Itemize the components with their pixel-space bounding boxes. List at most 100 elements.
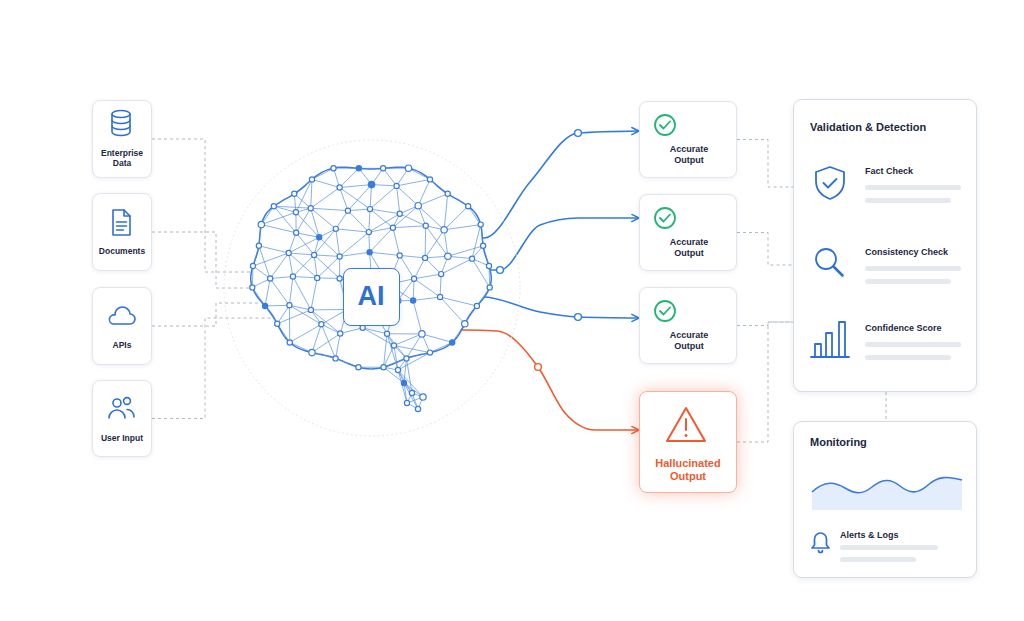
brain-link (413, 279, 415, 301)
brain-link (333, 168, 358, 169)
brain-neuron (486, 263, 491, 268)
brain-link (404, 383, 418, 409)
brain-link (252, 287, 265, 306)
brain-neuron (263, 303, 268, 308)
brain-link (430, 342, 452, 352)
brain-neuron (337, 185, 342, 190)
dashed-connector (737, 233, 793, 266)
brain-link (294, 179, 312, 193)
brain-neuron (308, 307, 313, 312)
brain-link (336, 229, 340, 257)
brain-neuron (411, 298, 416, 303)
brain-neuron (462, 321, 468, 327)
users-icon (127, 409, 134, 417)
brain-link (265, 305, 289, 307)
brain-outline (251, 167, 491, 369)
brain-neuron (427, 177, 432, 182)
brain-link (393, 206, 418, 228)
brain-link (336, 211, 348, 229)
connector-group (152, 131, 886, 442)
brain-link (430, 179, 448, 193)
brain-link (265, 279, 270, 306)
brain-neuron (474, 303, 479, 308)
placeholder-bar (865, 279, 951, 284)
input-label: APIs (93, 332, 151, 358)
brain-link (314, 229, 336, 255)
check-icon (655, 301, 675, 321)
warning-icon (667, 408, 705, 441)
brain-link (289, 305, 290, 342)
brain-link (384, 334, 387, 367)
brain-link (370, 228, 393, 253)
brain-link (274, 206, 296, 233)
warning-icon (667, 408, 705, 441)
brain-neuron (411, 276, 416, 281)
check-icon (660, 308, 670, 315)
brain-link (340, 188, 348, 211)
brain-neuron (337, 276, 342, 281)
brain-link (340, 328, 362, 334)
document-icon (117, 222, 127, 230)
dashed-connector (152, 139, 343, 272)
connector-dot (575, 130, 582, 137)
brain-link (277, 324, 290, 343)
brain-neuron (481, 243, 486, 248)
brain-neuron (445, 253, 451, 259)
brain-link (348, 209, 370, 211)
brain-neuron (409, 390, 414, 395)
users-icon (109, 410, 125, 418)
alerts-label: Alerts & Logs (840, 528, 965, 542)
brain-link (383, 168, 396, 186)
brain-neuron (466, 204, 471, 209)
dotted-halo (224, 140, 520, 436)
brain-link (277, 310, 311, 324)
brain-link (444, 206, 468, 230)
brain-link (311, 208, 319, 237)
brain-link (489, 266, 491, 287)
input-label: User Input (93, 425, 151, 451)
brain-neuron (337, 254, 342, 259)
brain-link (440, 274, 441, 297)
brain-link (274, 194, 294, 206)
brain-link (265, 306, 277, 324)
brain-neuron (390, 225, 395, 230)
brain-link (397, 179, 430, 186)
brain-neuron (397, 211, 402, 216)
input-label: Enterprise Data (93, 145, 151, 171)
brain-neuron (395, 367, 400, 372)
brain-neuron (331, 166, 336, 171)
brain-neuron (469, 256, 474, 261)
database-icon (112, 111, 130, 118)
dashed-connector (737, 140, 793, 188)
brain-neuron (401, 380, 406, 385)
brain-neuron (293, 210, 298, 215)
bell-icon (812, 533, 829, 548)
brain-link (425, 230, 444, 258)
bar-chart-icon (815, 344, 821, 357)
wave-area (812, 477, 962, 510)
brain-neuron (422, 255, 427, 260)
brain-neuron (427, 350, 432, 355)
brain-link (397, 186, 419, 206)
brain-neuron (292, 191, 297, 196)
brain-link (387, 333, 422, 334)
bar-chart-icon (811, 356, 849, 358)
brain-neuron (317, 235, 322, 240)
check-label: Fact Check (865, 164, 973, 178)
brain-link (398, 279, 414, 301)
placeholder-bar (840, 545, 938, 550)
users-icon (124, 398, 131, 405)
input-label: Documents (93, 238, 151, 264)
brain-network (250, 165, 493, 412)
monitoring-wave (812, 477, 962, 510)
brain-neuron (441, 227, 447, 233)
brain-link (314, 255, 340, 257)
brain-neuron (404, 400, 409, 405)
placeholder-bar (865, 342, 961, 347)
brain-link (393, 228, 400, 256)
hallucination-label: Hallucinated Output (644, 454, 732, 486)
placeholder-bars (840, 185, 961, 562)
input-box: Documents (92, 193, 152, 271)
brain-link (363, 328, 387, 334)
